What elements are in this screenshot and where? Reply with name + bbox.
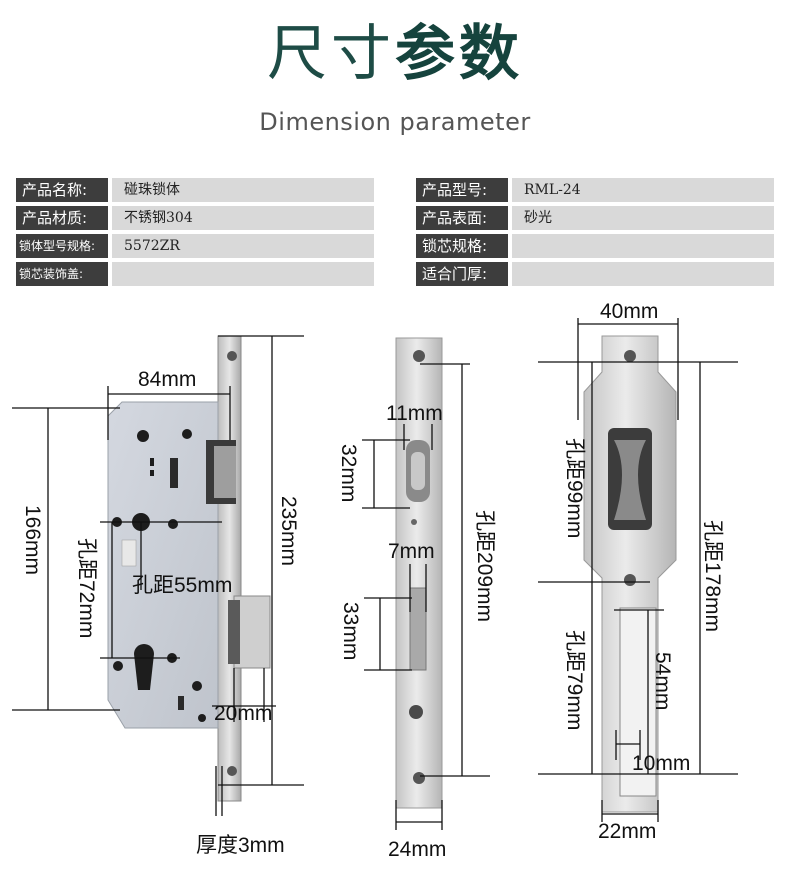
faceplate-front-view: 11mm 32mm 7mm 33mm 孔距209mm 24mm <box>337 337 496 861</box>
spec-label: 适合门厚: <box>416 262 508 286</box>
front-deadbolt <box>409 587 427 671</box>
dim-faceplate-width: 24mm <box>388 838 446 861</box>
lock-body-view: 84mm 166mm 孔距72mm 孔距55mm 235mm 20mm 厚度3m… <box>12 335 304 857</box>
dim-latch-height: 32mm <box>337 444 360 502</box>
dim-strike-bottom-width: 22mm <box>598 820 656 843</box>
dim-body-width: 84mm <box>138 368 196 391</box>
deadbolt-shadow <box>228 600 240 664</box>
dim-strike-top-width: 40mm <box>600 300 658 323</box>
spec-row-surface: 产品表面: 砂光 <box>416 206 774 230</box>
spec-value <box>512 262 774 286</box>
strike-screw-hole <box>624 350 636 362</box>
strike-screw-hole <box>624 574 636 586</box>
page-title: 尺寸参数 <box>0 14 790 94</box>
spec-row-model: 产品型号: RML-24 <box>416 178 774 202</box>
strike-pocket-inner <box>614 440 646 520</box>
cylinder-hole <box>134 644 154 690</box>
spec-value <box>512 234 774 258</box>
dim-slot-width: 10mm <box>632 752 690 775</box>
spec-value <box>112 262 374 286</box>
latch-ball <box>214 446 236 498</box>
spec-value: 不锈钢304 <box>112 206 374 230</box>
spec-label: 锁芯装饰盖: <box>16 262 108 286</box>
front-screw-hole <box>413 772 425 784</box>
spec-row-door-thickness: 适合门厚: <box>416 262 774 286</box>
dim-body-height: 166mm <box>21 505 44 575</box>
case-hole <box>182 429 192 439</box>
spec-value: RML-24 <box>512 178 774 202</box>
dim-hole-55: 孔距55mm <box>132 574 232 597</box>
title-light-text: 尺寸 <box>267 19 395 89</box>
case-hole <box>113 661 123 671</box>
front-cylinder-hole <box>409 705 423 719</box>
spec-row-cylinder-cover: 锁芯装饰盖: <box>16 262 374 286</box>
case-hole <box>168 519 178 529</box>
front-small-hole <box>411 519 417 525</box>
dim-thickness: 厚度3mm <box>196 834 285 857</box>
dim-faceplate-length: 235mm <box>277 496 300 566</box>
spec-table: 产品名称: 碰珠锁体 产品材质: 不锈钢304 锁体型号规格: 5572ZR 锁… <box>16 178 776 288</box>
case-slot <box>170 458 178 488</box>
spec-row-cylinder-spec: 锁芯规格: <box>416 234 774 258</box>
spec-label: 锁芯规格: <box>416 234 508 258</box>
spec-label: 产品名称: <box>16 178 108 202</box>
spec-value: 砂光 <box>512 206 774 230</box>
front-latch-highlight <box>411 452 425 490</box>
spec-value: 5572ZR <box>112 234 374 258</box>
spec-row-material: 产品材质: 不锈钢304 <box>16 206 374 230</box>
case-hole <box>192 681 202 691</box>
front-screw-hole <box>413 350 425 362</box>
front-faceplate <box>395 337 443 809</box>
dim-hole-72: 孔距72mm <box>75 538 98 638</box>
case-slot <box>178 696 184 710</box>
dim-hole-209: 孔距209mm <box>473 510 496 622</box>
spec-row-model-spec: 锁体型号规格: 5572ZR <box>16 234 374 258</box>
case-hole <box>137 430 149 442</box>
spec-row-name: 产品名称: 碰珠锁体 <box>16 178 374 202</box>
page-subtitle: Dimension parameter <box>259 108 531 136</box>
spec-label: 锁体型号规格: <box>16 234 108 258</box>
dim-slot-length: 54mm <box>651 652 674 710</box>
strike-slot <box>619 607 657 797</box>
spec-value: 碰珠锁体 <box>112 178 374 202</box>
dim-bolt-height: 33mm <box>339 602 362 660</box>
strike-plate-view: 40mm 孔距99mm 孔距178mm 孔距79mm 54mm 10mm 22m… <box>538 300 738 843</box>
dim-hole-79: 孔距79mm <box>563 630 586 730</box>
title-bold-text: 参数 <box>395 19 523 89</box>
faceplate-screw-hole <box>227 766 237 776</box>
spec-label: 产品材质: <box>16 206 108 230</box>
spec-label: 产品型号: <box>416 178 508 202</box>
spec-label: 产品表面: <box>416 206 508 230</box>
faceplate-screw-hole <box>227 351 237 361</box>
case-slot <box>150 470 154 476</box>
dim-hole-99: 孔距99mm <box>563 438 586 538</box>
dim-latch-width: 11mm <box>386 402 443 425</box>
case-slot <box>150 458 154 466</box>
dim-bolt-width: 7mm <box>388 540 435 563</box>
case-label-sticker <box>121 539 137 567</box>
case-hole <box>198 714 206 722</box>
dim-hole-178: 孔距178mm <box>701 520 724 632</box>
dim-deadbolt: 20mm <box>214 702 272 725</box>
